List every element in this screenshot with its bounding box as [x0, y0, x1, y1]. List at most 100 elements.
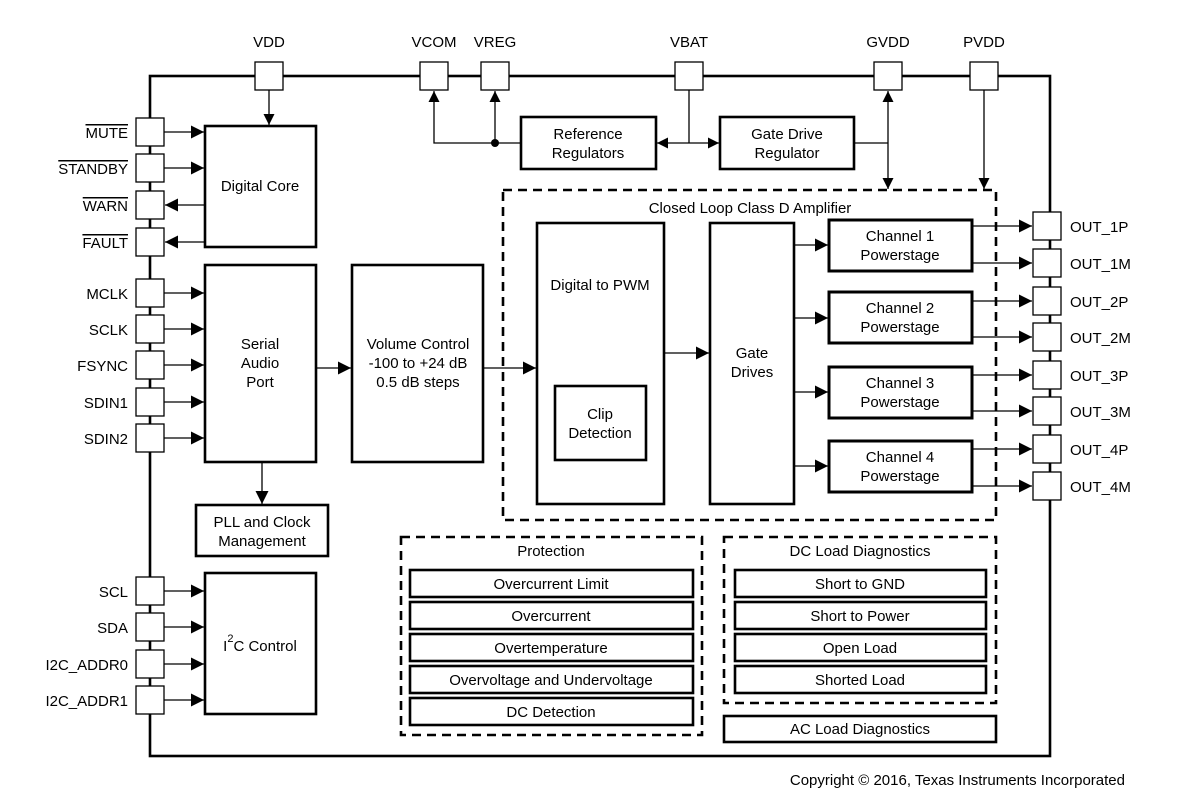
pin-vcom	[419, 61, 449, 91]
channel-2-powerstage-block: Channel 2 Powerstage	[827, 290, 974, 345]
pin-out-2p	[1032, 286, 1062, 316]
pin-fault	[135, 227, 165, 257]
pin-label-vcom: VCOM	[412, 34, 457, 51]
pin-label-vreg: VREG	[474, 34, 517, 51]
pin-fsync	[135, 350, 165, 380]
serial-audio-port-block: Serial Audio Port	[203, 263, 318, 464]
pin-label-fsync: FSYNC	[77, 358, 128, 375]
protection-item	[408, 696, 695, 727]
protection-item	[408, 600, 695, 631]
pll-line1: PLL and Clock	[213, 514, 311, 531]
pin-mclk	[135, 278, 165, 308]
volume-control-line1: Volume Control	[367, 336, 470, 353]
class-d-amplifier-group: Closed Loop Class D Amplifier	[501, 188, 998, 522]
pin-vbat	[674, 61, 704, 91]
pin-label-mclk: MCLK	[86, 286, 128, 303]
reference-regulators-block: Reference Regulators	[519, 115, 658, 171]
pin-out-1p	[1032, 211, 1062, 241]
pin-label-out-2m: OUT_2M	[1070, 330, 1131, 347]
ac-load-diagnostics-label: AC Load Diagnostics	[790, 721, 930, 738]
pin-label-out-1p: OUT_1P	[1070, 219, 1128, 236]
reference-regulators-line1: Reference	[553, 126, 622, 143]
channel-1-line2: Powerstage	[860, 247, 939, 264]
pll-clock-management-block: PLL and Clock Management	[194, 503, 330, 558]
pin-sdin2	[135, 423, 165, 453]
left-pins: MUTE STANDBY WARN FAULT MCLK SCLK FSYNC …	[45, 117, 165, 715]
volume-control-line2: -100 to +24 dB	[369, 355, 468, 372]
gate-drives-line2: Drives	[731, 364, 774, 381]
channel-4-powerstage-block: Channel 4 Powerstage	[827, 439, 974, 494]
pin-label-warn: WARN	[83, 198, 128, 215]
protection-item	[408, 664, 695, 695]
pin-i2c-addr1	[135, 685, 165, 715]
pin-label-out-1m: OUT_1M	[1070, 256, 1131, 273]
protection-item-label: Overtemperature	[494, 640, 607, 657]
protection-item-label: Overcurrent Limit	[493, 576, 609, 593]
digital-to-pwm-block: Digital to PWM	[535, 221, 666, 506]
protection-item	[408, 568, 695, 599]
pin-out-3m	[1032, 396, 1062, 426]
dc-diagnostic-item-label: Short to GND	[815, 576, 905, 593]
pin-label-out-4p: OUT_4P	[1070, 442, 1128, 459]
channel-3-line1: Channel 3	[866, 375, 934, 392]
pin-label-sclk: SCLK	[89, 322, 128, 339]
clip-detection-block: Clip Detection	[553, 384, 648, 462]
pll-line2: Management	[218, 533, 306, 550]
pin-sdin1	[135, 387, 165, 417]
pin-out-2m	[1032, 322, 1062, 352]
pin-label-out-4m: OUT_4M	[1070, 479, 1131, 496]
pin-label-vbat: VBAT	[670, 34, 708, 51]
pin-standby	[135, 153, 165, 183]
dc-load-diagnostics-title: DC Load Diagnostics	[790, 543, 931, 560]
digital-to-pwm-label: Digital to PWM	[550, 277, 649, 294]
serial-audio-port-line2: Audio	[241, 355, 279, 372]
serial-audio-port-line3: Port	[246, 374, 274, 391]
i2c-control-label: I2C Control	[223, 633, 297, 655]
protection-title: Protection	[517, 543, 585, 560]
pin-out-4p	[1032, 434, 1062, 464]
connections	[164, 90, 1032, 707]
serial-audio-port-line1: Serial	[241, 336, 279, 353]
pin-label-gvdd: GVDD	[866, 34, 910, 51]
pin-vdd	[254, 61, 284, 91]
pin-label-sdin2: SDIN2	[84, 431, 128, 448]
pin-label-out-3p: OUT_3P	[1070, 368, 1128, 385]
class-d-amplifier-title: Closed Loop Class D Amplifier	[649, 200, 852, 217]
channel-1-line1: Channel 1	[866, 228, 934, 245]
pin-label-standby: STANDBY	[58, 161, 128, 178]
clip-detection-line2: Detection	[568, 425, 631, 442]
pin-i2c-addr0	[135, 649, 165, 679]
pin-label-out-2p: OUT_2P	[1070, 294, 1128, 311]
gate-drive-regulator-block: Gate Drive Regulator	[718, 115, 856, 171]
dc-diagnostic-item	[733, 664, 988, 695]
dc-diagnostic-item	[733, 632, 988, 663]
gate-drives-line1: Gate	[736, 345, 769, 362]
pin-warn	[135, 190, 165, 220]
pin-vreg	[480, 61, 510, 91]
channel-4-line1: Channel 4	[866, 449, 934, 466]
digital-core-block: Digital Core	[203, 124, 318, 249]
pin-label-i2c-addr1: I2C_ADDR1	[45, 693, 128, 710]
pin-out-4m	[1032, 471, 1062, 501]
dc-load-diagnostics-group: DC Load Diagnostics Short to GND Short t…	[722, 535, 998, 705]
volume-control-block: Volume Control -100 to +24 dB 0.5 dB ste…	[350, 263, 485, 464]
pin-label-out-3m: OUT_3M	[1070, 404, 1131, 421]
channel-2-line2: Powerstage	[860, 319, 939, 336]
right-pins: OUT_1P OUT_1M OUT_2P OUT_2M OUT_3P OUT_3…	[1032, 211, 1131, 501]
channel-4-line2: Powerstage	[860, 468, 939, 485]
pin-gvdd	[873, 61, 903, 91]
volume-control-line3: 0.5 dB steps	[376, 374, 459, 391]
channel-3-line2: Powerstage	[860, 394, 939, 411]
pin-sclk	[135, 314, 165, 344]
pin-sda	[135, 612, 165, 642]
pin-out-1m	[1032, 248, 1062, 278]
protection-item	[408, 632, 695, 663]
channel-1-powerstage-block: Channel 1 Powerstage	[827, 218, 974, 273]
top-pins: VDD VCOM VREG VBAT GVDD PVDD	[253, 34, 1005, 91]
dc-diagnostic-item	[733, 600, 988, 631]
digital-core-label: Digital Core	[221, 178, 299, 195]
pin-label-i2c-addr0: I2C_ADDR0	[45, 657, 128, 674]
ac-load-diagnostics-block: AC Load Diagnostics	[722, 714, 998, 744]
pin-label-sdin1: SDIN1	[84, 395, 128, 412]
